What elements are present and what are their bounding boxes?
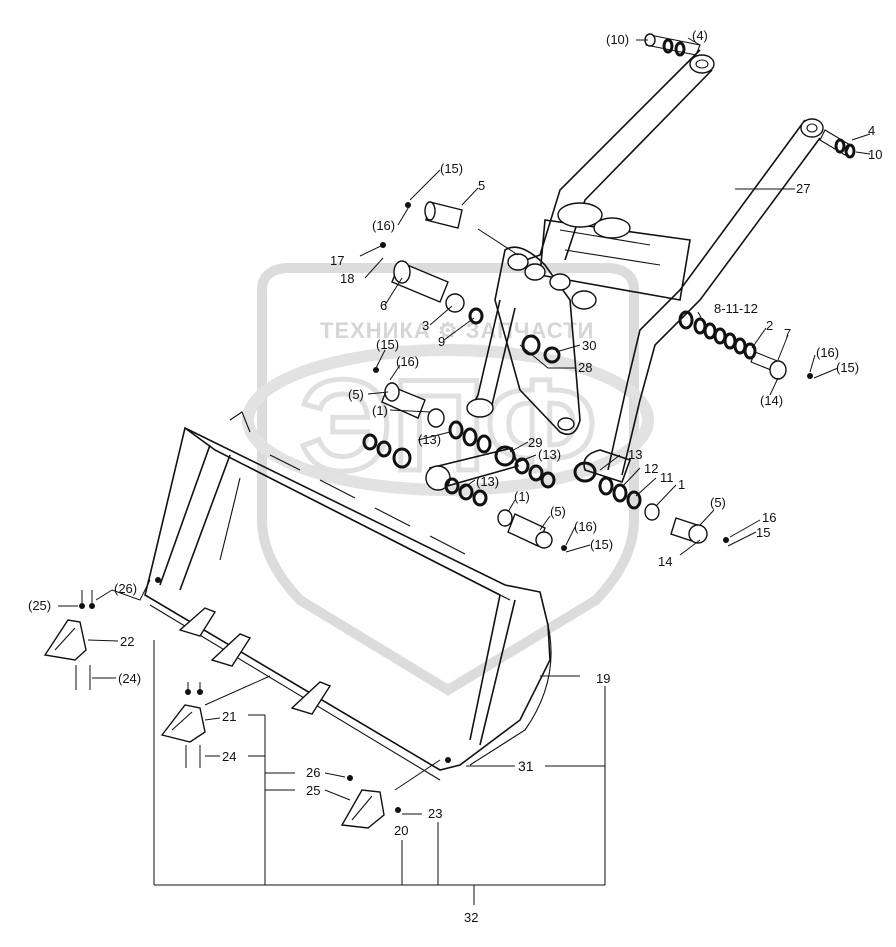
callout-label: 12 (644, 461, 658, 476)
callout-label: 16 (762, 510, 776, 525)
callout-label: 27 (796, 181, 810, 196)
callout-label: (26) (114, 581, 137, 596)
lift-arm-frame (466, 49, 824, 483)
callout-label: 4 (868, 123, 875, 138)
callout-label: (16) (396, 354, 419, 369)
callout-label: (16) (574, 519, 597, 534)
callout-label: (4) (692, 28, 708, 43)
callout-label: 29 (528, 435, 542, 450)
callout-label: (15) (590, 537, 613, 552)
callout-label: 24 (222, 749, 236, 764)
callout-label: 15 (756, 525, 770, 540)
callout-label: 28 (578, 360, 592, 375)
callout-label: (14) (760, 393, 783, 408)
callout-label: 2 (766, 318, 773, 333)
callout-label: (25) (28, 598, 51, 613)
callout-label: 9 (438, 334, 445, 349)
callout-label: 1 (678, 477, 685, 492)
bucket (144, 411, 552, 781)
callout-label: 31 (518, 758, 534, 774)
adapter-tooth-middle (160, 682, 206, 768)
callout-label: 11 (660, 470, 674, 485)
callout-label: 22 (120, 634, 134, 649)
callout-label: 19 (596, 671, 610, 686)
callout-label: 14 (658, 554, 672, 569)
adapter-tooth-bottom (340, 775, 401, 829)
callout-label: 25 (306, 783, 320, 798)
callout-label: 8-11-12 (714, 301, 758, 316)
callout-label: 20 (394, 823, 408, 838)
callout-label: 10 (868, 147, 882, 162)
callout-label: (1) (514, 489, 530, 504)
callout-label: 21 (222, 709, 236, 724)
callout-label: (15) (376, 337, 399, 352)
callout-label: (5) (710, 495, 726, 510)
callout-label: 13 (628, 447, 642, 462)
callout-label: 6 (380, 298, 387, 313)
callout-label: (15) (836, 360, 859, 375)
callout-label: 7 (784, 326, 791, 341)
callout-label: 3 (422, 318, 429, 333)
adapter-tooth-left (43, 590, 95, 690)
spring-bushing-stack (678, 310, 787, 380)
callout-label: (24) (118, 671, 141, 686)
callout-label: 18 (340, 271, 354, 286)
callout-label: 32 (464, 910, 478, 925)
bucket-teeth (178, 607, 332, 715)
callout-label: 26 (306, 765, 320, 780)
callout-label: 5 (478, 178, 485, 193)
callout-label: (5) (348, 387, 364, 402)
callout-label: (10) (606, 32, 629, 47)
callout-label: (13) (418, 432, 441, 447)
leader-lines (58, 37, 871, 905)
callout-labels: (10) (4) 4 10 27 (15) 5 (16) 17 18 6 3 9… (28, 28, 882, 925)
callout-label: (1) (372, 403, 388, 418)
callout-label: (15) (440, 161, 463, 176)
callout-label: 23 (428, 806, 442, 821)
callout-label: 30 (582, 338, 596, 353)
callout-label: (13) (538, 447, 561, 462)
callout-label: (16) (372, 218, 395, 233)
pins-and-bushings (362, 33, 856, 551)
callout-label: (5) (550, 504, 566, 519)
callout-label: (16) (816, 345, 839, 360)
callout-label: 17 (330, 253, 344, 268)
callout-label: (13) (476, 474, 499, 489)
